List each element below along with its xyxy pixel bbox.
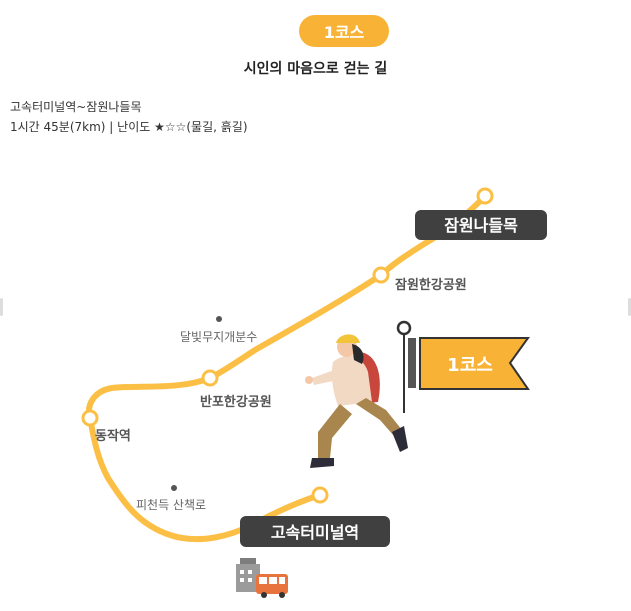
label-trail: 피천득 산책로 bbox=[136, 497, 206, 512]
course-badge: 1코스 bbox=[299, 15, 389, 47]
hiker-illustration bbox=[305, 334, 408, 468]
bus-icon bbox=[256, 574, 288, 598]
label-dongjak: 동작역 bbox=[95, 428, 131, 444]
right-scroll-edge bbox=[628, 298, 631, 316]
label-banpo-park: 반포한강공원 bbox=[200, 394, 272, 410]
station-marker-jamwon-nadeulmok bbox=[476, 187, 494, 205]
label-jamwon-nadeulmok: 잠원나들목 bbox=[444, 216, 518, 235]
route-text: 고속터미널역~잠원나들목 bbox=[10, 100, 142, 114]
station-marker-express-terminal bbox=[311, 486, 329, 504]
label-box-express-terminal bbox=[240, 516, 390, 547]
flag-icon: 1코스 bbox=[396, 320, 530, 413]
label-box-jamwon-nadeulmok bbox=[415, 210, 547, 240]
route-meta: 1시간 45분(7km) | 난이도 ★☆☆(물길, 흙길) bbox=[10, 120, 248, 134]
label-fountain: 달빛무지개분수 bbox=[180, 330, 257, 344]
label-jamwon-park: 잠원한강공원 bbox=[395, 277, 467, 293]
left-scroll-edge bbox=[0, 298, 3, 316]
flag-label: 1코스 bbox=[447, 355, 493, 376]
course-subtitle: 시인의 마음으로 걷는 길 bbox=[243, 61, 388, 77]
label-express-terminal: 고속터미널역 bbox=[271, 523, 359, 542]
station-marker-dongjak bbox=[81, 409, 99, 427]
station-marker-jamwon-park bbox=[372, 266, 390, 284]
landmark-dot-fountain bbox=[216, 316, 222, 322]
landmark-dot-trail bbox=[171, 485, 177, 491]
station-marker-banpo-park bbox=[201, 369, 219, 387]
